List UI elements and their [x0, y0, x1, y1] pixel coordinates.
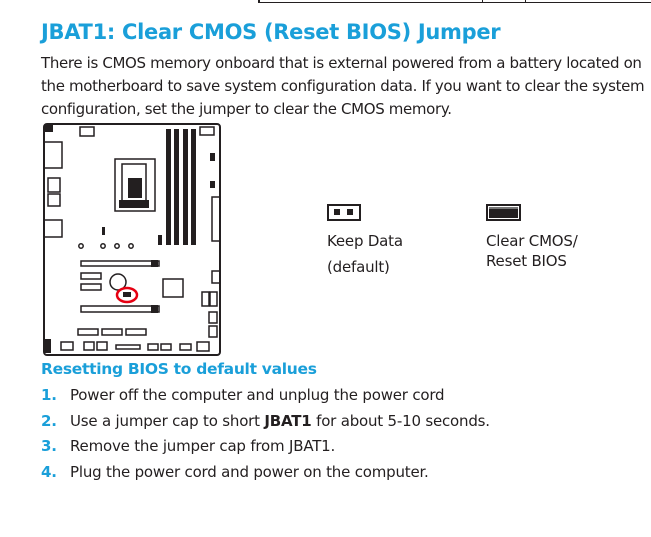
- step-number: 1.: [41, 386, 57, 404]
- step-text-part: Power off the computer and unplug the po…: [70, 386, 445, 404]
- step-number: 3.: [41, 437, 57, 455]
- step-number: 2.: [41, 411, 57, 430]
- step-text: Power off the computer and unplug the po…: [70, 383, 445, 409]
- motherboard-diagram: [43, 123, 221, 356]
- step-text: Use a jumper cap to short JBAT1 for abou…: [70, 409, 490, 435]
- step-text-part: Use a jumper cap to short: [70, 411, 265, 430]
- step-text-part: Remove the jumper cap from JBAT1.: [70, 437, 336, 455]
- page-top-rule: [0, 0, 651, 10]
- intro-paragraph: There is CMOS memory onboard that is ext…: [41, 54, 645, 118]
- clear-cmos-label-line1: Clear CMOS/: [486, 232, 578, 250]
- step-text: Remove the jumper cap from JBAT1.: [70, 434, 335, 460]
- step-text-bold: JBAT1: [264, 411, 312, 430]
- step-text-part: Plug the power cord and power on the com…: [70, 462, 429, 481]
- clear-cmos-label: Clear CMOS/ Reset BIOS: [486, 231, 578, 271]
- section-subheading: Resetting BIOS to default values: [41, 360, 317, 378]
- step-text: Plug the power cord and power on the com…: [70, 460, 429, 486]
- clear-cmos-label-line2: Reset BIOS: [486, 252, 567, 270]
- keep-data-label-line2: (default): [327, 258, 390, 276]
- keep-data-label: Keep Data (default): [327, 228, 403, 280]
- page-title: JBAT1: Clear CMOS (Reset BIOS) Jumper: [41, 20, 501, 44]
- jumper-shorted-icon: [486, 204, 521, 221]
- keep-data-label-line1: Keep Data: [327, 232, 403, 250]
- jumper-open-icon: [327, 204, 361, 221]
- step-number: 4.: [41, 462, 57, 481]
- step-text-part: for about 5-10 seconds.: [311, 411, 490, 430]
